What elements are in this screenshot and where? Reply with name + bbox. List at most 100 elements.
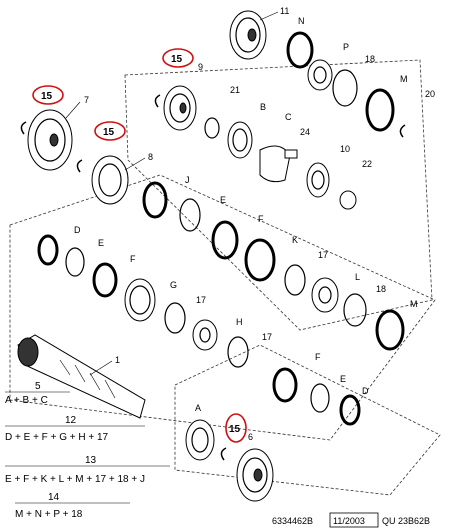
callout-b: B (260, 102, 266, 112)
legend-formula-14: M + N + P + 18 (15, 509, 83, 520)
callout-e-left: E (98, 238, 104, 248)
footer-code: QU 23B62B (382, 516, 430, 526)
callout-j: J (185, 175, 190, 185)
callout-d-left: D (74, 225, 81, 235)
callout-18-top: 18 (365, 54, 375, 64)
gear-11 (229, 10, 267, 60)
callout-15-c: 15 (171, 54, 183, 65)
highlight-15-b (94, 121, 126, 141)
highlight-15-c (162, 48, 194, 68)
mainshaft-1 (17, 334, 146, 419)
callout-e-lower: E (340, 374, 346, 384)
ring-e-lower (310, 383, 330, 413)
bearing-a-lower (185, 419, 215, 461)
legend-num-5: 5 (35, 381, 41, 392)
callout-6: 6 (248, 432, 253, 442)
ring-f-left (92, 262, 118, 298)
callout-c: C (285, 112, 292, 122)
washer-21 (204, 117, 220, 139)
ring-e-upper (179, 198, 201, 232)
synchro-17-left (164, 302, 186, 334)
gear-8 (91, 155, 129, 205)
legend-num-14: 14 (48, 492, 60, 503)
callout-d-lower: D (362, 386, 369, 396)
ring-e-left (65, 247, 85, 277)
callout-17-upper: 17 (318, 250, 328, 260)
callout-15-b: 15 (103, 127, 115, 138)
callout-k: K (292, 235, 298, 245)
circlip-15-left (20, 121, 27, 135)
highlight-15-a (32, 85, 64, 105)
callout-n: N (298, 16, 305, 26)
synchro-m-mid (375, 309, 405, 351)
callout-h: H (236, 317, 243, 327)
callout-21: 21 (230, 85, 240, 95)
sleeve-g (124, 278, 156, 322)
callout-m-mid: M (410, 299, 418, 309)
synchro-ring-m-top (365, 88, 395, 132)
callout-20: 20 (425, 89, 435, 99)
callout-10: 10 (340, 144, 350, 154)
legend-num-13: 13 (85, 455, 97, 466)
hub-h (192, 319, 218, 351)
callout-17-right: 17 (262, 332, 272, 342)
callout-9: 9 (198, 62, 203, 72)
ring-d-lower (339, 394, 361, 426)
callout-15-a: 15 (41, 91, 53, 102)
circlip-15-top (154, 94, 161, 108)
ring-n (286, 31, 314, 69)
legend-formula-13: E + F + K + L + M + 17 + 18 + J (5, 474, 145, 485)
callout-p: P (343, 42, 349, 52)
circlip-20 (399, 124, 406, 138)
circlip-15-mid (76, 159, 83, 173)
synchro-18-mid (343, 293, 367, 327)
callout-15-d: 15 (229, 424, 241, 435)
middle-frame (9, 174, 436, 441)
callout-7: 7 (84, 95, 89, 105)
footer: 6334462B 11/2003 QU 23B62B (272, 512, 430, 528)
plate-c (259, 145, 291, 183)
gear-10 (306, 162, 330, 198)
bearing-b (227, 121, 253, 159)
gear-6 (236, 448, 274, 502)
legend-formula-12-text: D + E + F + G + H + 17 (5, 432, 109, 443)
callout-18-mid: 18 (376, 284, 386, 294)
callout-e-upper: E (220, 195, 226, 205)
hub-l (311, 277, 339, 313)
callout-a-lower: A (195, 403, 201, 413)
callout-11: 11 (280, 6, 289, 16)
lower-frame (174, 344, 441, 496)
callout-l: L (355, 272, 360, 282)
footer-date: 11/2003 (333, 516, 365, 526)
sleeve-k (244, 238, 276, 282)
hub-p (307, 59, 333, 91)
legend: 5 A + B + C 12 E + F + K + L + M + 17 + … (5, 381, 170, 520)
callout-f-lower: F (315, 352, 321, 362)
nut-22 (339, 190, 357, 210)
synchro-17-upper (284, 264, 306, 296)
legend-formula-5: A + B + C (5, 395, 48, 406)
gear-7 (27, 109, 73, 171)
callout-22: 22 (362, 159, 372, 169)
ring-d-left (37, 234, 59, 266)
circlip-15-lower (220, 447, 227, 461)
ring-j (142, 181, 168, 219)
callout-1: 1 (115, 355, 120, 365)
callout-f-upper: F (258, 214, 264, 224)
callout-24: 24 (300, 127, 310, 137)
synchro-ring-18-top (332, 69, 358, 107)
bolt-24 (284, 149, 298, 159)
callout-8: 8 (148, 152, 153, 162)
ring-f-upper (211, 220, 239, 260)
callout-f-left: F (130, 254, 136, 264)
gear-9 (163, 85, 197, 131)
highlight-15-d (225, 413, 247, 443)
upper-frame (124, 59, 433, 331)
callout-m-top: M (400, 74, 408, 84)
footer-ref: 6334462B (272, 516, 313, 526)
legend-num-12: 12 (65, 415, 77, 426)
ring-f-lower (272, 367, 298, 403)
synchro-17-right (227, 336, 249, 368)
